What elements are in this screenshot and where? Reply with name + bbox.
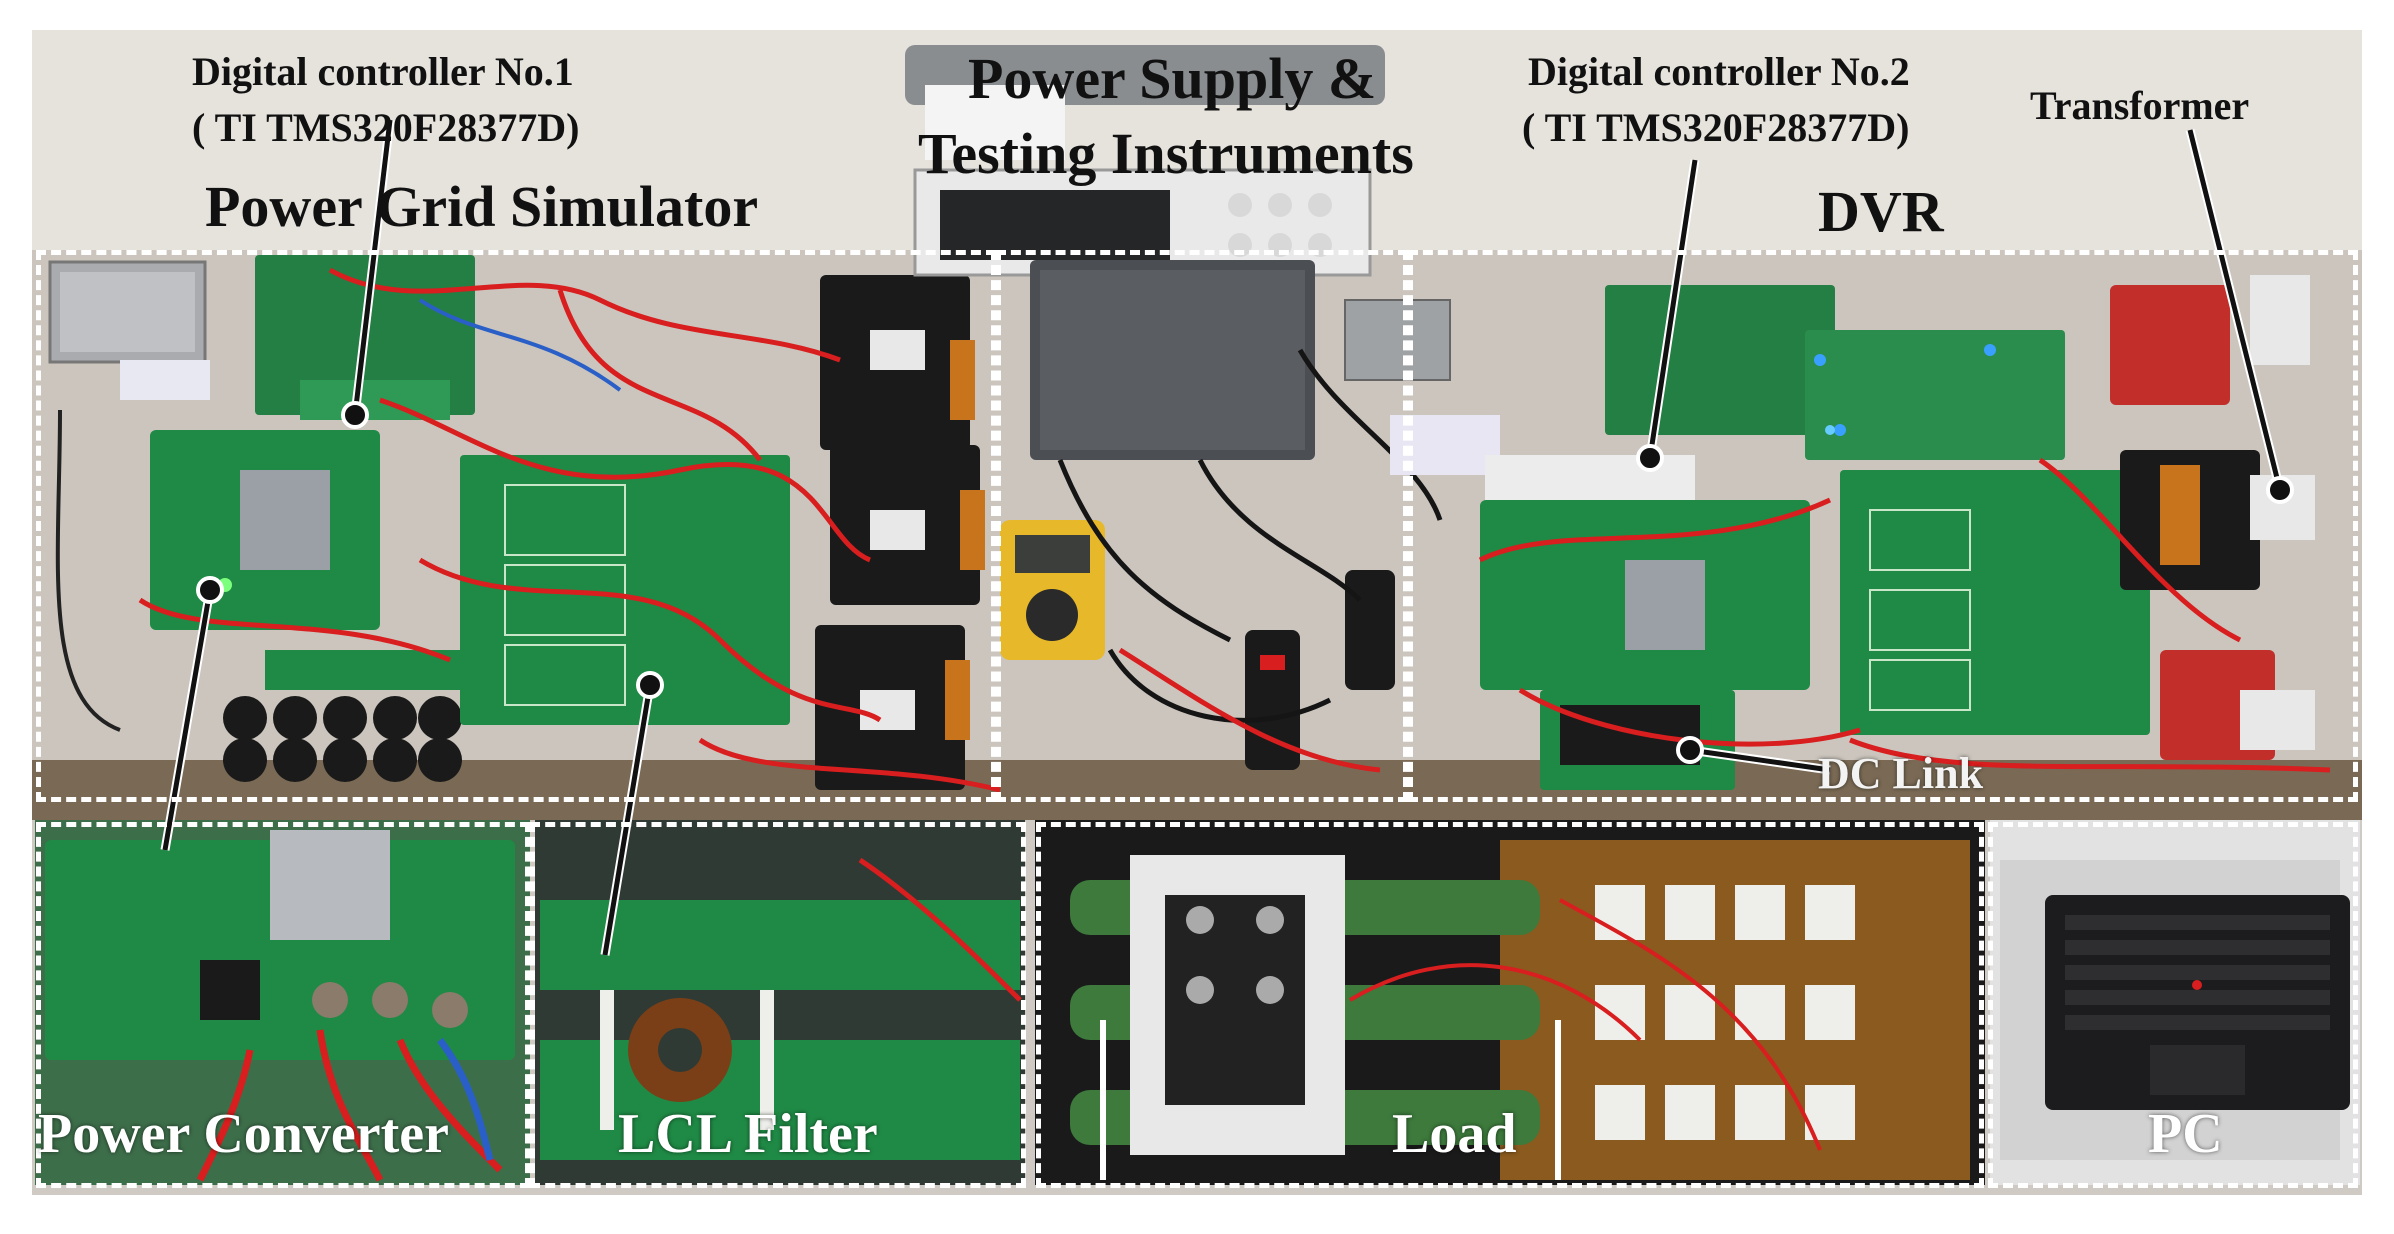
power-supply-label: Power Supply & bbox=[968, 46, 1377, 111]
testing-instruments-label: Testing Instruments bbox=[918, 121, 1414, 186]
dc-link-label: DC Link bbox=[1818, 749, 1984, 798]
dvr-area bbox=[1390, 275, 2331, 790]
load-label: Load bbox=[1392, 1103, 1517, 1165]
power-converter-label: Power Converter bbox=[38, 1103, 450, 1165]
transformer-label: Transformer bbox=[2030, 83, 2250, 128]
grid-simulator-label: Power Grid Simulator bbox=[205, 174, 759, 239]
zone-power-converter bbox=[36, 822, 530, 1188]
controller-2-label: Digital controller No.2 bbox=[1528, 49, 1910, 94]
zone-lcl-filter bbox=[530, 822, 1026, 1188]
controller-1-label: Digital controller No.1 bbox=[192, 49, 574, 94]
zone-pc bbox=[1988, 822, 2358, 1188]
power-converter-inset bbox=[35, 820, 530, 1185]
lcl-filter-label: LCL Filter bbox=[618, 1103, 878, 1165]
zone-power-supply bbox=[996, 250, 1408, 802]
dvr-label: DVR bbox=[1818, 179, 1944, 244]
pc-inset bbox=[1990, 820, 2360, 1185]
load-inset bbox=[1035, 820, 1985, 1185]
controller-2-model: ( TI TMS320F28377D) bbox=[1522, 105, 1910, 150]
lcl-filter-inset bbox=[535, 820, 1025, 1185]
pc-label: PC bbox=[2148, 1103, 2223, 1165]
zone-dvr bbox=[1408, 250, 2358, 802]
leader-lines bbox=[160, 119, 2294, 956]
power-supply-area bbox=[905, 45, 1451, 773]
zone-load bbox=[1036, 822, 1984, 1188]
zone-grid-simulator bbox=[36, 250, 996, 802]
controller-1-model: ( TI TMS320F28377D) bbox=[192, 105, 580, 150]
